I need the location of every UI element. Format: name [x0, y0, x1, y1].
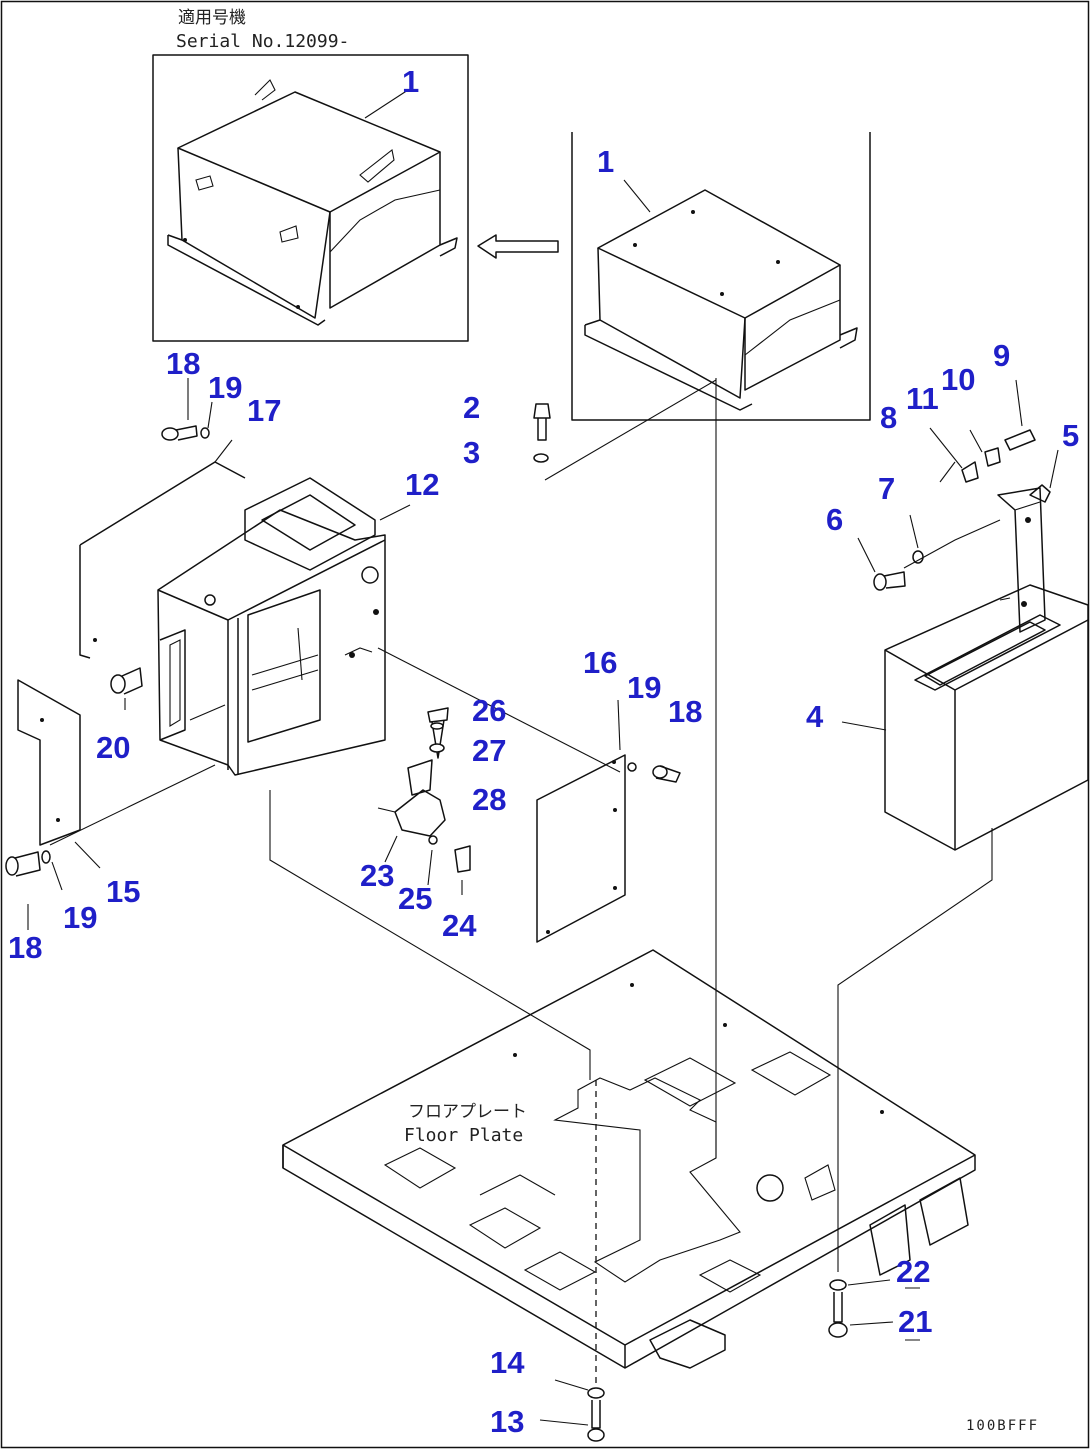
- side-panel-15: [17, 679, 216, 869]
- label-4: 4: [806, 699, 824, 734]
- label-9: 9: [993, 338, 1010, 373]
- label-26: 26: [472, 693, 506, 728]
- label-27: 27: [472, 733, 506, 768]
- label-6: 6: [826, 502, 843, 537]
- label-21: 21: [898, 1304, 932, 1339]
- bolt-18-left: [5, 850, 63, 930]
- label-20: 20: [96, 730, 130, 765]
- stay-23: [377, 707, 471, 895]
- label-18-left: 18: [8, 930, 42, 965]
- label-14: 14: [490, 1345, 525, 1380]
- bolt-20: [110, 667, 143, 710]
- label-11: 11: [906, 381, 939, 416]
- label-3: 3: [463, 435, 480, 470]
- label-25: 25: [398, 881, 432, 916]
- label-18-top: 18: [166, 346, 200, 381]
- floor-plate-label-jp: フロアプレート: [408, 1102, 527, 1122]
- label-7: 7: [878, 471, 895, 506]
- part-labels: 1 1 2 3 4 5 6 7 8 9 10 11 12 13 14 15 16…: [8, 64, 1079, 1439]
- label-inset-1: 1: [402, 64, 419, 99]
- direction-arrow: [477, 234, 559, 259]
- drawing-number: 100BFFF: [966, 1418, 1039, 1434]
- label-12: 12: [405, 467, 439, 502]
- cover-main: [544, 132, 871, 1158]
- label-2: 2: [463, 390, 480, 425]
- inset-cover-variant: [152, 54, 469, 342]
- bolt-13-washer-14: [539, 1379, 605, 1442]
- label-8: 8: [880, 400, 897, 435]
- panel-16: [377, 647, 681, 943]
- floor-plate-label-en: Floor Plate: [404, 1125, 523, 1146]
- label-13: 13: [490, 1404, 524, 1439]
- label-19-left: 19: [63, 900, 97, 935]
- console-box-12: [157, 477, 411, 776]
- label-28: 28: [472, 782, 506, 817]
- side-panel-17: [79, 439, 246, 659]
- label-18-mid: 18: [668, 694, 702, 729]
- hardware-5-11: [857, 379, 1059, 591]
- label-16: 16: [583, 645, 617, 680]
- serial-note-jp: 適用号機: [178, 8, 246, 28]
- bolt-21-washer-22: [828, 1279, 894, 1338]
- box-4: [837, 487, 1089, 1250]
- label-19-mid: 19: [627, 670, 661, 705]
- label-22: 22: [896, 1254, 930, 1289]
- label-10: 10: [941, 362, 975, 397]
- bolt-2-washer-3: [533, 403, 551, 463]
- floor-plate: フロアプレート Floor Plate: [269, 790, 976, 1385]
- label-24: 24: [442, 908, 477, 943]
- label-23: 23: [360, 858, 394, 893]
- bolt-18-top: [161, 378, 213, 441]
- leader-21-22: [905, 1287, 920, 1341]
- label-1: 1: [597, 144, 614, 179]
- label-19-top: 19: [208, 370, 242, 405]
- label-17: 17: [247, 393, 281, 428]
- label-15: 15: [106, 874, 140, 909]
- label-5: 5: [1062, 418, 1079, 453]
- serial-number: Serial No.12099-: [176, 31, 349, 52]
